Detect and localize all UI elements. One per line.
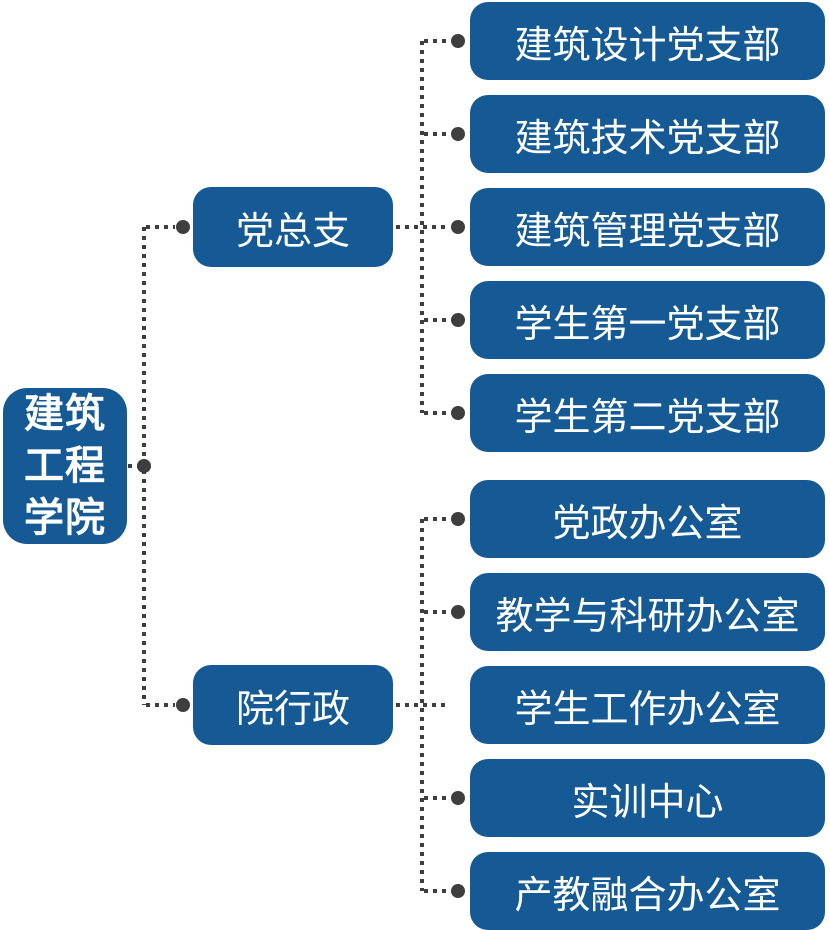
node-industry-education-integration-office: 产教融合办公室 bbox=[470, 852, 825, 930]
root-label-line: 建筑 bbox=[24, 392, 106, 436]
root-label-line: 学院 bbox=[24, 496, 106, 540]
root-label-line: 工程 bbox=[24, 444, 106, 488]
connector-dashes bbox=[128, 39, 450, 893]
node-architectural-management-party-branch: 建筑管理党支部 bbox=[470, 188, 825, 266]
node-student-affairs-office: 学生工作办公室 bbox=[470, 666, 825, 744]
node-branch-party-committee: 党总支 bbox=[193, 187, 393, 267]
node-party-admin-office: 党政办公室 bbox=[470, 480, 825, 558]
node-branch-administration: 院行政 bbox=[193, 665, 393, 745]
node-root-label: 建筑 工程 学院 bbox=[24, 388, 106, 544]
node-training-center: 实训中心 bbox=[470, 759, 825, 837]
node-student-second-party-branch: 学生第二党支部 bbox=[470, 374, 825, 452]
node-architectural-technology-party-branch: 建筑技术党支部 bbox=[470, 95, 825, 173]
node-architectural-design-party-branch: 建筑设计党支部 bbox=[470, 2, 825, 80]
node-root: 建筑 工程 学院 bbox=[3, 388, 127, 544]
connector-dots bbox=[137, 34, 465, 898]
node-teaching-research-office: 教学与科研办公室 bbox=[470, 573, 825, 651]
node-student-first-party-branch: 学生第一党支部 bbox=[470, 281, 825, 359]
